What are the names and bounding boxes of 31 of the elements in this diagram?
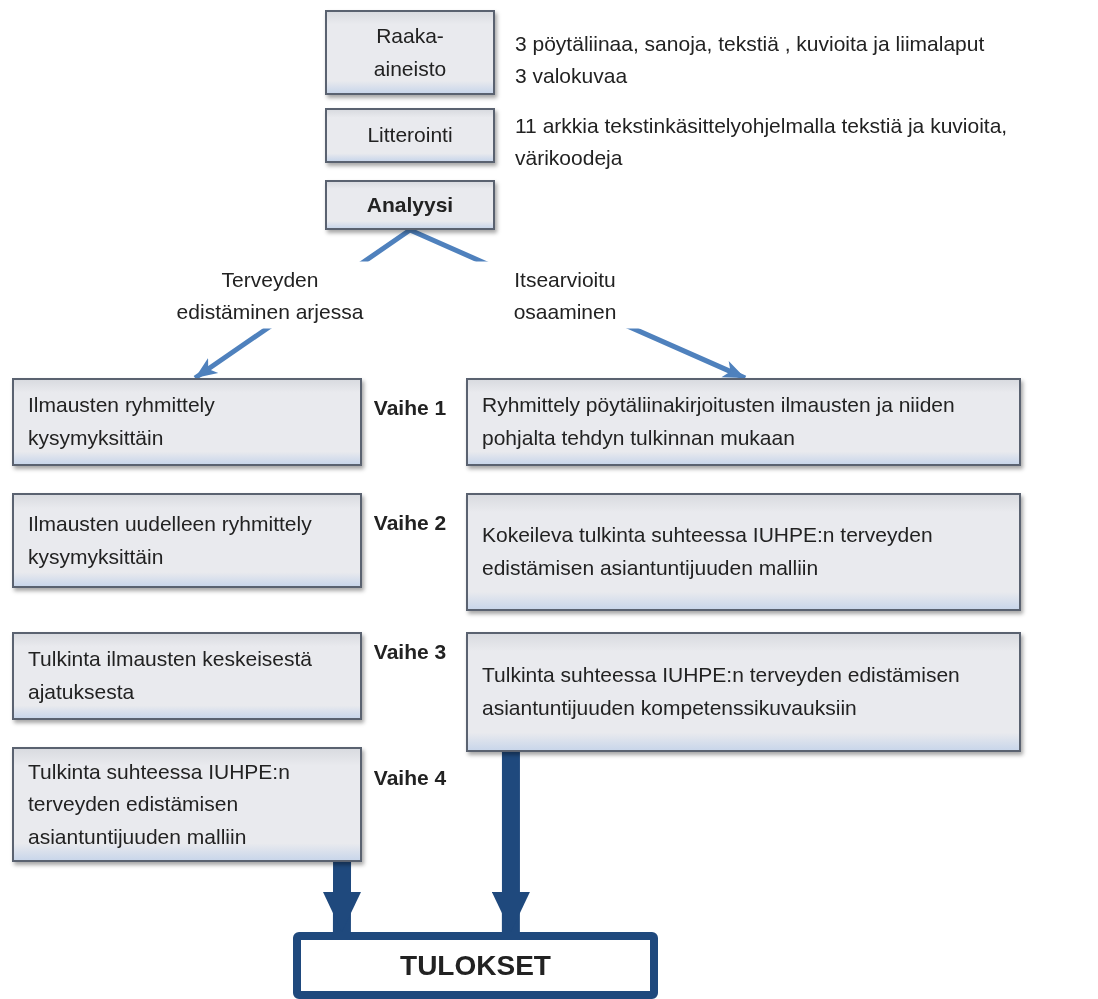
box-text: Tulkinta suhteessa IUHPE:n terveyden edistämisen asiantuntijuuden malliin: [28, 758, 291, 850]
side-note: 11 arkkia tekstinkäsittelyohjelmalla tekstiä ja kuvioita, värikoodeja: [515, 113, 1009, 171]
block-arrow: [323, 861, 361, 933]
box-text: Tulkinta suhteessa IUHPE:n terveyden edistämisen asiantuntijuuden kompetenssikuvauksiin: [482, 662, 961, 721]
box-text: TULOKSET: [400, 948, 551, 983]
box-text: Tulkinta ilmausten keskeisestä ajatuksesta: [28, 646, 313, 705]
phase-label: Vaihe 4: [372, 765, 448, 791]
box-text: Ilmausten uudelleen ryhmittely kysymyksittäin: [28, 510, 313, 570]
phase-label: Vaihe 3: [372, 639, 448, 665]
process-box: [12, 493, 362, 588]
process-box: [12, 378, 362, 466]
side-note: 3 valokuvaa: [515, 63, 628, 89]
process-box: [12, 747, 362, 862]
phase-label: Vaihe 1: [372, 395, 448, 421]
phase-label: Vaihe 2: [372, 510, 448, 536]
result-box: [293, 932, 658, 999]
box-text: Analyysi: [366, 191, 454, 218]
box-text: Ryhmittely pöytäliinakirjoitusten ilmausten ja niiden pohjalta tehdyn tulkinnan mukaan: [482, 392, 956, 451]
process-box: [466, 632, 1021, 752]
process-box: [466, 493, 1021, 611]
block-arrow: [491, 751, 530, 932]
process-box: [325, 10, 495, 95]
process-box: [12, 632, 362, 720]
box-text: Litterointi: [367, 122, 453, 149]
process-box: [466, 378, 1021, 466]
process-box: [325, 108, 495, 163]
side-note: 3 pöytäliinaa, sanoja, tekstiä , kuvioita ja liimalaput: [515, 31, 985, 57]
box-text: Ilmausten ryhmittely kysymyksittäin: [28, 392, 216, 451]
box-text: Kokeileva tulkinta suhteessa IUHPE:n terveyden edistämisen asiantuntijuuden malliin: [482, 522, 934, 581]
process-box: [325, 180, 495, 230]
box-text: Raaka-aineisto: [372, 22, 448, 82]
